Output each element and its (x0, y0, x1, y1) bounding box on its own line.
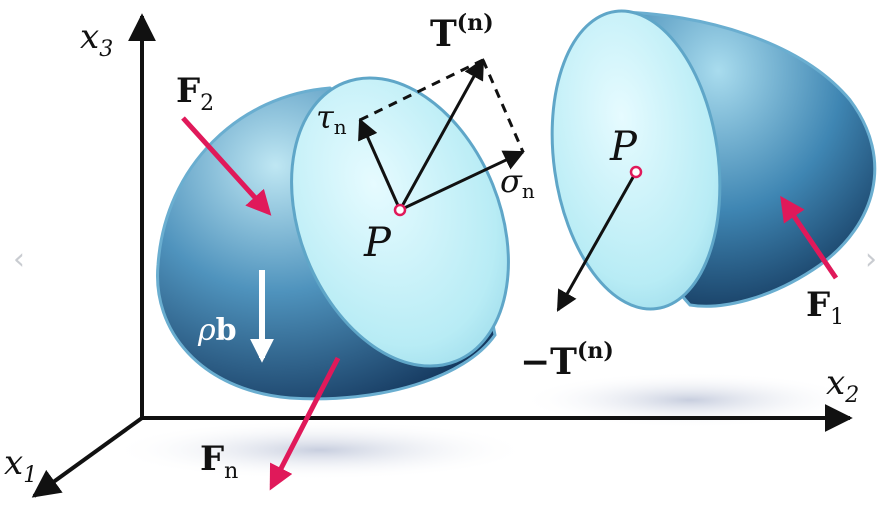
label-negative-traction: −T(n) (520, 338, 614, 383)
label-f1: F1 (806, 285, 844, 330)
label-p-right: P (609, 124, 638, 170)
ground-shadow-right (520, 372, 860, 428)
axis-x1 (31, 416, 144, 498)
label-tau-n: τn (316, 98, 347, 139)
dashed-line-top (359, 58, 484, 122)
dashed-line-right (481, 59, 525, 153)
traction-vector-arrow (398, 58, 485, 211)
label-x1: x1 (4, 443, 37, 488)
right-body-cut-face (550, 9, 722, 311)
label-x3: x3 (80, 17, 113, 62)
force-fn-arrow (269, 356, 341, 491)
normal-stress-arrow (399, 150, 525, 212)
force-f1-arrow (780, 195, 839, 280)
label-traction: T(n) (430, 10, 494, 55)
carousel-next-button[interactable]: › (865, 242, 877, 277)
shear-stress-arrow (358, 118, 402, 211)
point-p-left-marker (393, 203, 407, 217)
negative-traction-arrow (556, 171, 638, 312)
label-fn: Fn (200, 439, 238, 484)
label-p-left: P (363, 220, 392, 266)
point-p-right-marker (629, 165, 643, 179)
carousel-prev-button[interactable]: ‹ (13, 242, 25, 277)
label-body-force: ρb (197, 313, 237, 348)
label-x2: x2 (826, 363, 859, 408)
label-sigma-n: σn (500, 162, 535, 203)
force-f2-arrow (181, 116, 272, 216)
label-f2: F2 (176, 71, 214, 116)
left-body-cut-face (290, 76, 510, 368)
ground-shadow-left (110, 420, 530, 480)
